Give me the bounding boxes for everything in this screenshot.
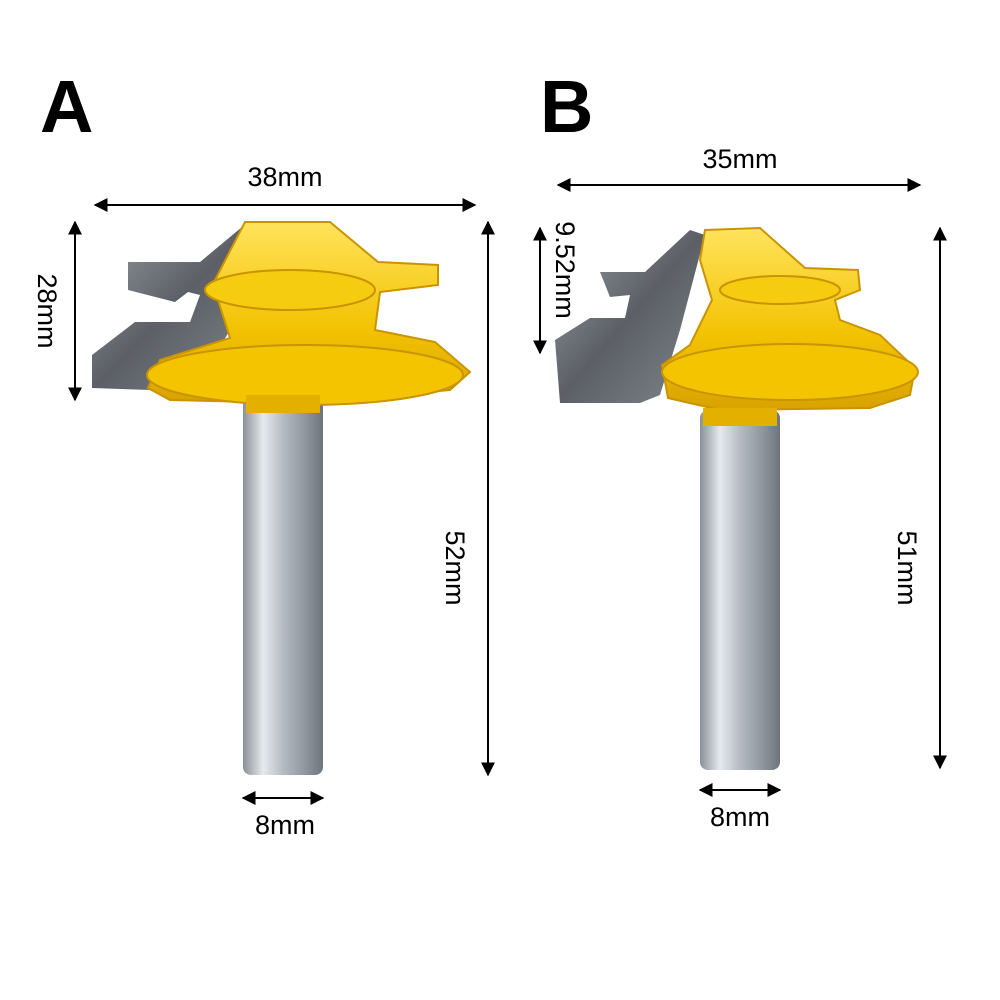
- length-label-a: 52mm: [440, 530, 470, 605]
- variant-label-b: B: [540, 65, 593, 148]
- cutter-height-label-b: 9.52mm: [550, 221, 580, 319]
- shank-neck-a: [246, 395, 320, 413]
- cutter-collar-a: [204, 269, 376, 311]
- router-bit-b: [555, 226, 919, 770]
- cutter-collar-b: [719, 275, 841, 305]
- router-bit-a: [92, 221, 472, 775]
- width-label-a: 38mm: [247, 162, 322, 192]
- shank-neck-b: [703, 408, 777, 426]
- shank-a: [243, 395, 323, 775]
- width-label-b: 35mm: [702, 144, 777, 174]
- cutter-flange-b: [661, 343, 919, 401]
- shank-label-a: 8mm: [255, 810, 315, 840]
- cutter-height-label-a: 28mm: [32, 273, 62, 348]
- variant-label-a: A: [40, 65, 93, 148]
- length-label-b: 51mm: [892, 530, 922, 605]
- shank-b: [700, 410, 780, 770]
- shank-label-b: 8mm: [710, 802, 770, 832]
- carbide-blade-b: [555, 230, 705, 403]
